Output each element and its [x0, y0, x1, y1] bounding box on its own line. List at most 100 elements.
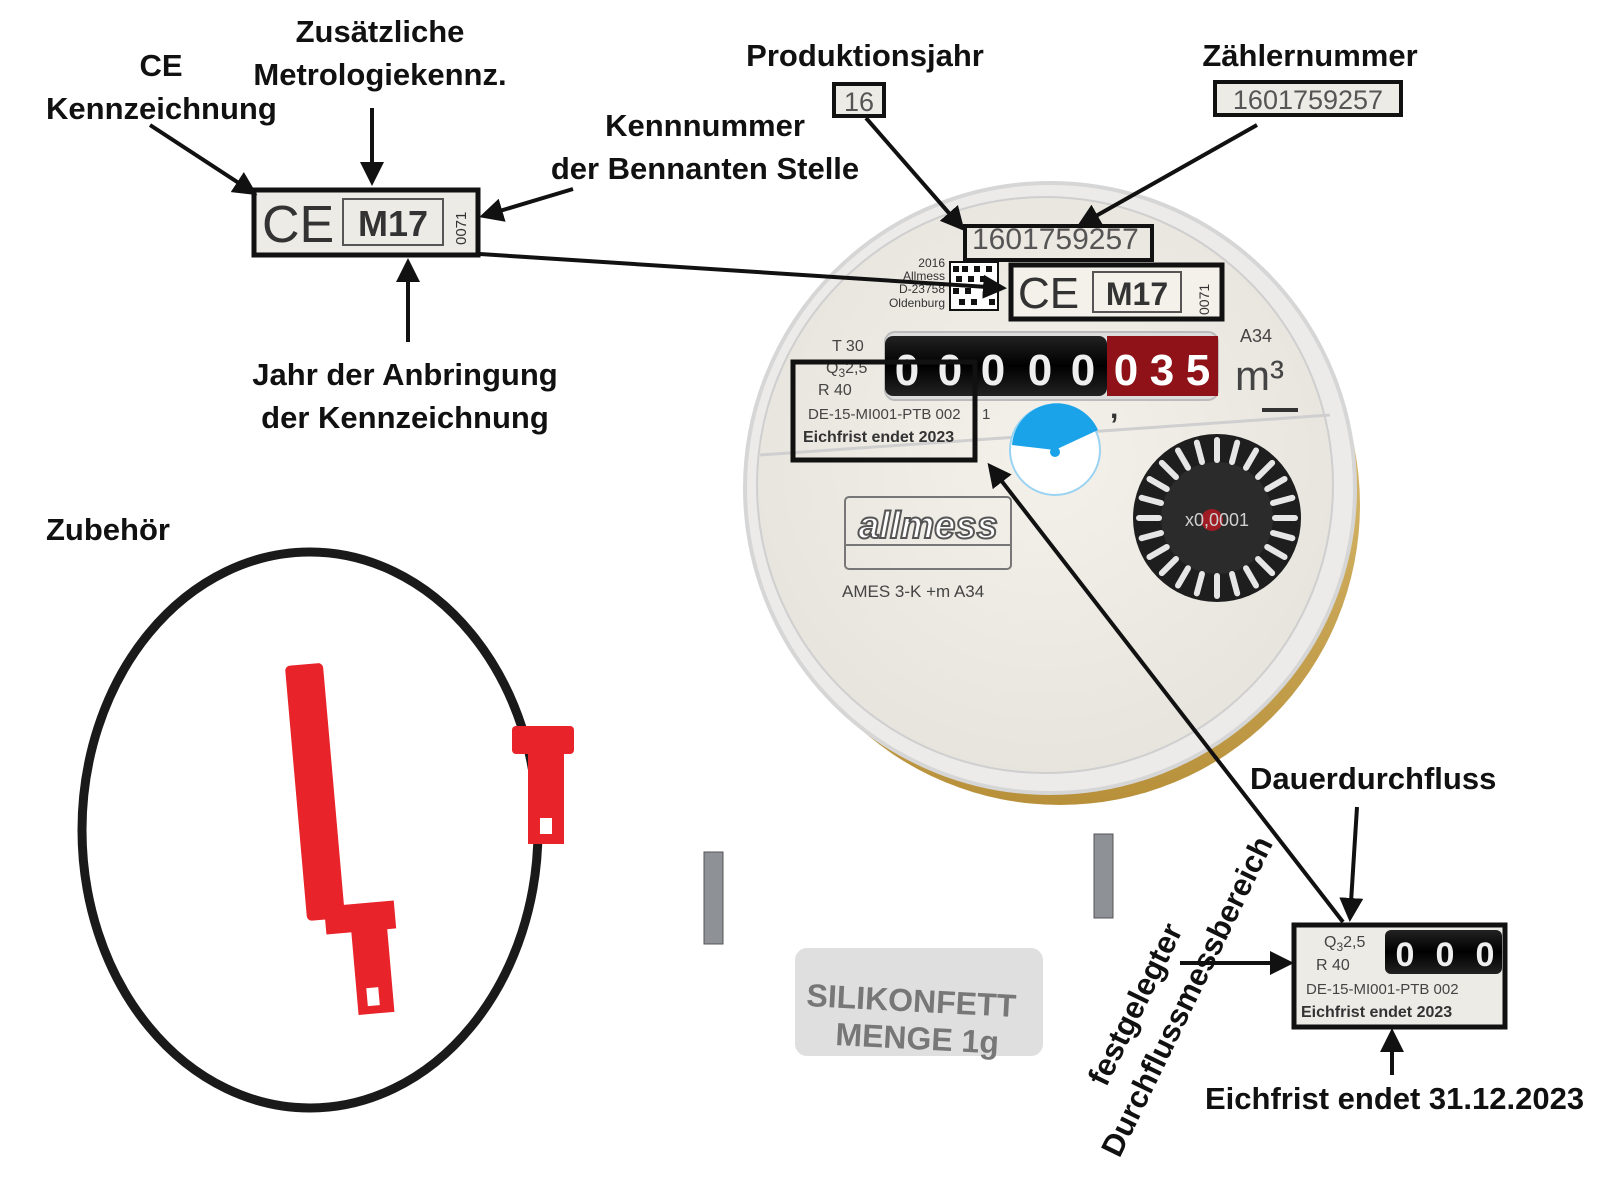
detail-flow-q-value: 2,5	[1343, 934, 1365, 951]
counter-digits-black: 0 0 0 0 0	[895, 346, 1095, 395]
silicone-grease-packet: SILIKONFETT MENGE 1g	[795, 948, 1043, 1061]
packet-line-2: MENGE 1g	[835, 1016, 1000, 1061]
dial-tick	[1229, 439, 1241, 465]
counter-digit: 0	[1071, 346, 1095, 395]
detail-approval: DE-15-MI001-PTB 002	[1306, 981, 1459, 998]
meter-flow-q-sub: 3	[838, 366, 845, 380]
dial-tick	[1264, 476, 1288, 492]
dial-tick	[1270, 494, 1296, 506]
label-notified-line2: der Bennanten Stelle	[550, 151, 860, 186]
meter-model: AMES 3-K +m A34	[842, 582, 984, 601]
dial-tick	[1229, 571, 1241, 597]
meter-notified-id: 0071	[1196, 284, 1212, 315]
detail-calibration: Eichfrist endet 2023	[1301, 1004, 1452, 1021]
detail-flow-q3: Q32,5	[1324, 934, 1365, 954]
meter-serial: 1601759257	[972, 223, 1139, 256]
label-year-of-marking: Jahr der Anbringung der Kennzeichnung	[245, 353, 565, 439]
counter-digit: 0	[938, 346, 962, 395]
label-calibration-end-text: Eichfrist endet 31.12.2023	[1205, 1081, 1585, 1116]
label-metro-line2: Metrologiekennz.	[253, 57, 507, 92]
svg-text:,: ,	[1110, 392, 1118, 425]
meter-year: 2016	[918, 256, 945, 270]
red-key-long	[285, 663, 397, 1015]
accessories: SILIKONFETT MENGE 1g	[77, 547, 1114, 1113]
meter-calibration: Eichfrist endet 2023	[803, 429, 954, 446]
dial-tick	[1264, 544, 1288, 560]
dial-tick	[1175, 565, 1191, 589]
counter-digit-red: 3	[1150, 346, 1174, 395]
label-accessories: Zubehör	[46, 508, 186, 551]
label-accessories-text: Zubehör	[46, 512, 170, 547]
ce-inset-notified-id: 0071	[453, 212, 470, 245]
counter-digit: 0	[1028, 346, 1052, 395]
ce-inset-m-mark: M17	[358, 203, 428, 244]
detail-flow-q-sub: 3	[1336, 940, 1343, 954]
label-calibration-end: Eichfrist endet 31.12.2023	[1205, 1077, 1595, 1120]
detail-digit: 0	[1436, 936, 1455, 974]
label-permanent-flow: Dauerdurchfluss	[1250, 757, 1497, 800]
label-permanent-flow-text: Dauerdurchfluss	[1250, 761, 1497, 796]
label-meter-number: Zählernummer	[1190, 34, 1430, 77]
dial-tick	[1146, 476, 1170, 492]
counter-digit: 0	[981, 346, 1005, 395]
meter-ratio: R 40	[818, 382, 852, 399]
label-notified-line1: Kennnummer	[605, 108, 805, 143]
dial-tick	[1138, 530, 1164, 542]
detail-box: 0 0 0 Q32,5 R 40 DE-15-MI001-PTB 002 Eic…	[1291, 922, 1508, 1030]
detail-digit: 0	[1396, 936, 1415, 974]
dial-tick	[1243, 565, 1259, 589]
production-year-box: 16	[832, 82, 886, 118]
meter-temp-class: T 30	[832, 338, 864, 355]
red-key-short	[512, 726, 574, 844]
detail-flow-q-letter: Q	[1324, 934, 1336, 951]
ce-inset: CE M17 0071	[251, 187, 481, 258]
label-production-year: Produktionsjahr	[730, 34, 1000, 77]
arrow-detail-link	[987, 462, 1345, 924]
flow-indicator: ,	[1009, 392, 1118, 496]
meter-maker: Allmess	[903, 269, 945, 283]
meter-number-box: 1601759257	[1213, 80, 1403, 117]
water-meter: 1601759257 2016 Allmess D-23758 Oldenbur…	[743, 181, 1360, 805]
label-ce-marking: CE Kennzeichnung	[46, 44, 277, 130]
meter-serial-box	[963, 224, 1154, 262]
meter-ce-box	[1008, 262, 1225, 322]
dial-tick	[1255, 556, 1276, 577]
meter-spec-box	[790, 359, 978, 463]
counter-digit-red: 0	[1114, 346, 1138, 395]
brand-plate	[844, 496, 1012, 570]
counter-digits-red: 0 3 5	[1114, 346, 1210, 395]
label-notified-body-number: Kennnummer der Bennanten Stelle	[545, 104, 865, 190]
arrow-meter-number	[1076, 123, 1258, 227]
arrows	[148, 108, 1404, 1075]
arrow-production	[864, 116, 965, 232]
label-production-year-text: Produktionsjahr	[746, 38, 984, 73]
label-ce-line1: CE	[139, 48, 183, 83]
counter-digit-red: 5	[1186, 346, 1210, 395]
dial-multiplier: x0,0001	[1185, 510, 1249, 530]
dial-tick	[1175, 447, 1191, 471]
production-year-value: 16	[844, 87, 874, 117]
detail-ratio: R 40	[1316, 957, 1350, 974]
dial-tick	[1193, 571, 1205, 597]
ce-inset-mark: CE	[262, 196, 334, 254]
dial-tick	[1158, 459, 1179, 480]
label-year-line1: Jahr der Anbringung	[252, 357, 558, 392]
arrow-permanent-flow	[1339, 806, 1364, 922]
meter-model-code: A34	[1240, 326, 1272, 346]
dial-ticks	[1136, 437, 1298, 599]
dial-tick	[1243, 447, 1259, 471]
dial-tick	[1270, 530, 1296, 542]
meter-city: Oldenburg	[889, 296, 945, 310]
meter-m-mark: M17	[1106, 276, 1168, 312]
label-meter-number-text: Zählernummer	[1202, 38, 1418, 73]
meter-ce-mark: CE	[1018, 269, 1079, 318]
dial-tick	[1146, 544, 1170, 560]
label-year-line2: der Kennzeichnung	[261, 400, 549, 435]
label-metro-line1: Zusätzliche	[295, 14, 465, 49]
dial-tick	[1138, 494, 1164, 506]
arrow-ce	[148, 123, 258, 196]
arrow-notified	[479, 187, 574, 222]
fine-dial: x0,0001	[1133, 434, 1301, 602]
dial-tick	[1193, 439, 1205, 465]
